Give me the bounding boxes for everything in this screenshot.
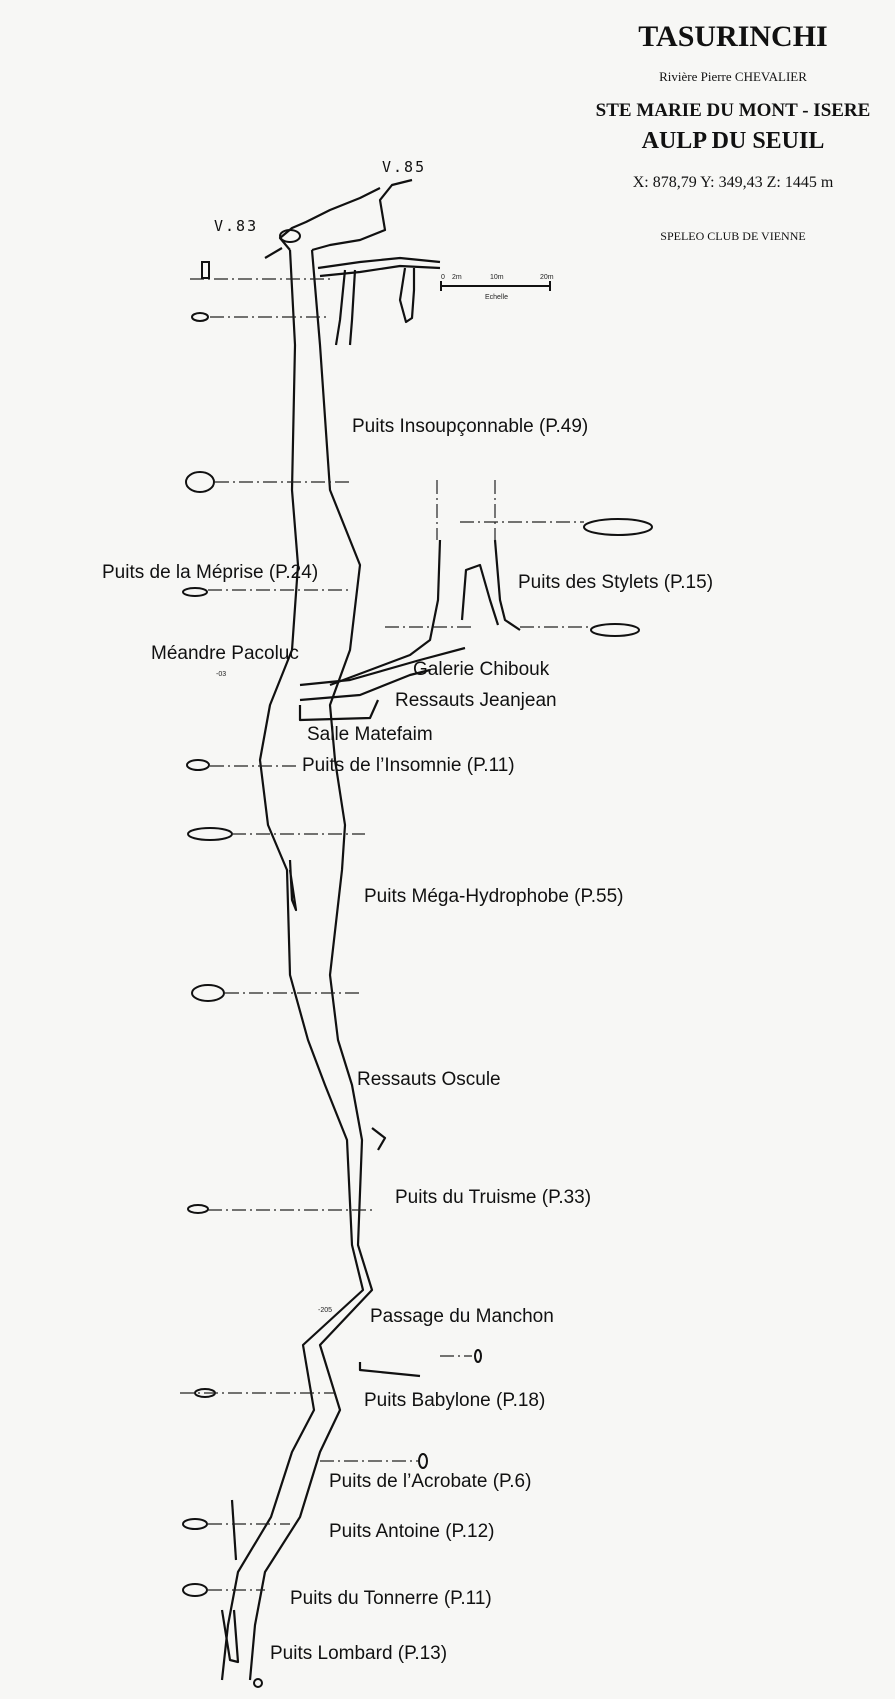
depth-mark: -03 bbox=[216, 671, 226, 678]
label-puits-lombard: Puits Lombard (P.13) bbox=[270, 1643, 447, 1664]
label-ressauts-jeanjean: Ressauts Jeanjean bbox=[395, 690, 557, 711]
label-galerie-chibouk: Galerie Chibouk bbox=[413, 659, 550, 680]
entrance-label-v83: V.83 bbox=[214, 217, 258, 235]
location: STE MARIE DU MONT - ISERE bbox=[596, 100, 871, 121]
label-puits-insoupconnable: Puits Insoupçonnable (P.49) bbox=[352, 416, 588, 437]
title-block: TASURINCHI Rivière Pierre CHEVALIER STE … bbox=[596, 20, 871, 243]
cave-title: TASURINCHI bbox=[638, 20, 827, 53]
label-puits-tonnerre: Puits du Tonnerre (P.11) bbox=[290, 1588, 492, 1609]
coordinates: X: 878,79 Y: 349,43 Z: 1445 m bbox=[633, 174, 834, 191]
label-salle-matefaim: Salle Matefaim bbox=[307, 724, 433, 745]
label-ressauts-oscule: Ressauts Oscule bbox=[357, 1069, 501, 1090]
cave-subtitle: Rivière Pierre CHEVALIER bbox=[659, 69, 807, 84]
label-meandre-pacoluc: Méandre Pacoluc bbox=[151, 643, 299, 664]
club-name: SPELEO CLUB DE VIENNE bbox=[660, 229, 805, 243]
label-puits-mega-hydrophobe: Puits Méga-Hydrophobe (P.55) bbox=[364, 886, 623, 907]
label-puits-meprise: Puits de la Méprise (P.24) bbox=[102, 562, 318, 583]
depth-mark: -205 bbox=[318, 1307, 332, 1314]
scale-caption: Echelle bbox=[485, 294, 508, 301]
label-puits-acrobate: Puits de l’Acrobate (P.6) bbox=[329, 1471, 531, 1492]
label-puits-babylone: Puits Babylone (P.18) bbox=[364, 1390, 545, 1411]
label-puits-antoine: Puits Antoine (P.12) bbox=[329, 1521, 494, 1542]
scale-tick-10m: 10m bbox=[490, 274, 504, 281]
scale-tick-0: 0 bbox=[441, 274, 445, 281]
label-puits-stylets: Puits des Stylets (P.15) bbox=[518, 572, 713, 593]
label-puits-insomnie: Puits de l’Insomnie (P.11) bbox=[302, 755, 515, 776]
cross-sections bbox=[180, 261, 653, 1597]
cave-walls bbox=[220, 178, 521, 1688]
passage-labels: Puits Insoupçonnable (P.49) Puits de la … bbox=[102, 416, 713, 1664]
massif: AULP DU SEUIL bbox=[642, 128, 825, 154]
scale-tick-20m: 20m bbox=[540, 274, 554, 281]
label-puits-truisme: Puits du Truisme (P.33) bbox=[395, 1187, 591, 1208]
scale-tick-2m: 2m bbox=[452, 274, 462, 281]
scale-bar: 0 2m 10m 20m Echelle bbox=[440, 274, 554, 301]
entrance-label-v85: V.85 bbox=[382, 158, 426, 176]
label-passage-manchon: Passage du Manchon bbox=[370, 1306, 554, 1327]
